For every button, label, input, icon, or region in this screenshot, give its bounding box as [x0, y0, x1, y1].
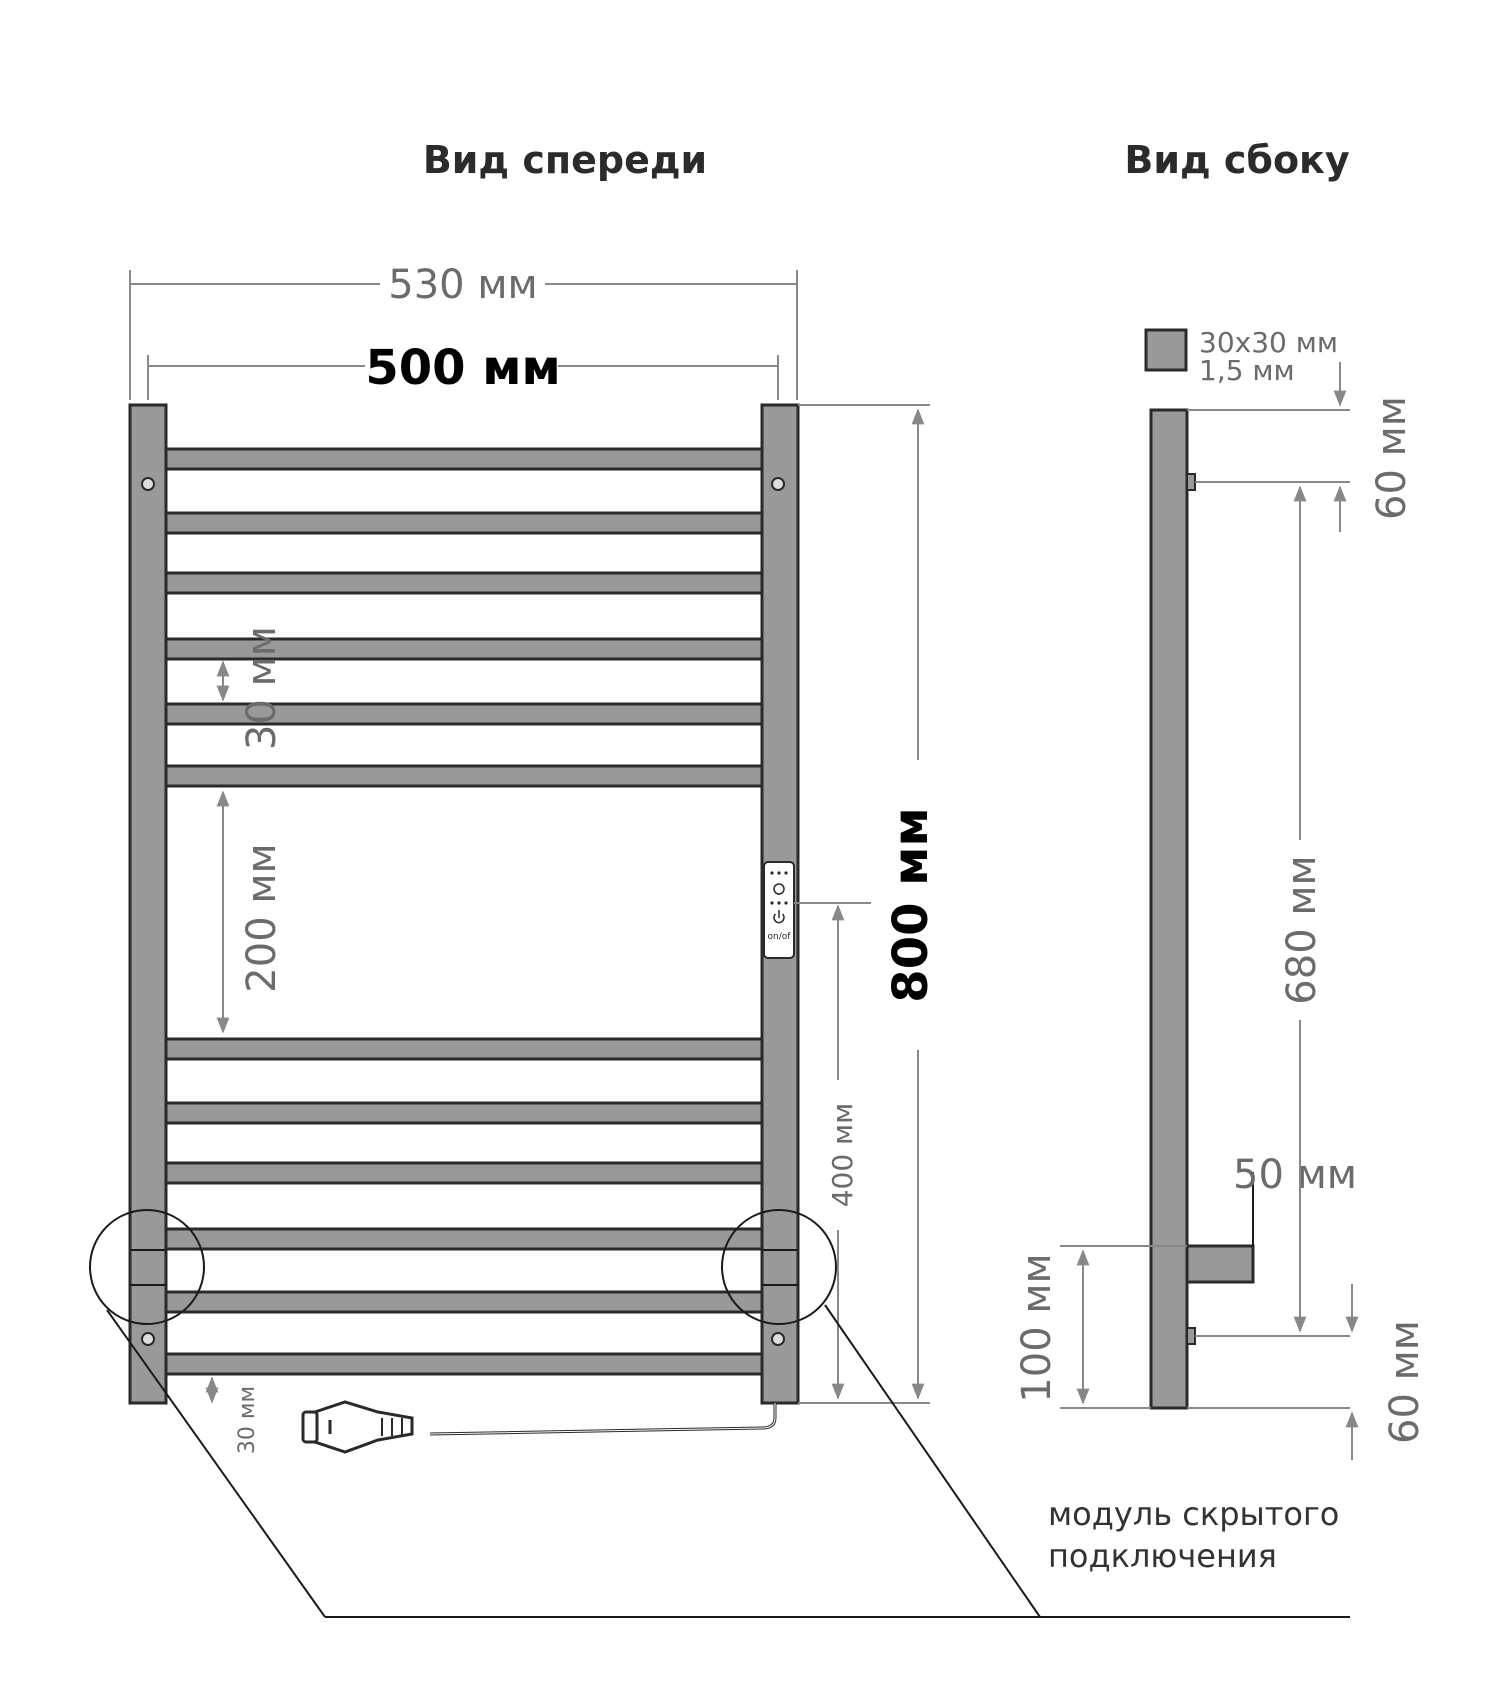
controller-unit: on/of: [763, 861, 871, 959]
left-post: [128, 403, 168, 1405]
overall-width-dimension: 530 мм: [129, 262, 798, 400]
bottom-mount-pin: [1186, 1327, 1196, 1345]
mount-distance-label: 680 мм: [1279, 855, 1325, 1004]
side-top-offset-dimension: 60 мм: [1333, 362, 1415, 532]
bottom-offset-dimension: 30 мм: [205, 1376, 260, 1454]
side-upright: [1149, 408, 1189, 1410]
large-gap-dimension: 200 мм: [216, 790, 285, 1034]
right-detail-circle: [721, 1209, 837, 1325]
hidden-connection-callout: модуль скрытого подключения: [106, 1304, 1350, 1618]
power-plug-icon: [301, 1400, 777, 1454]
top-mount-pin: [1186, 473, 1196, 491]
towel-bars: [164, 447, 764, 1376]
bracket-height-dimension: 100 мм: [1014, 1249, 1090, 1405]
side-bottom-offset-label: 60 мм: [1382, 1320, 1428, 1444]
bar-gap-label: 30 мм: [239, 626, 285, 750]
wall-bracket: [1185, 1244, 1255, 1284]
controller-height-dimension: 400 мм: [826, 904, 859, 1400]
controller-height-label: 400 мм: [826, 1103, 859, 1208]
bar-gap-dimension: 30 мм: [216, 626, 285, 750]
left-detail-circle: [89, 1209, 205, 1325]
front-view: 530 мм 500 мм: [89, 262, 939, 1454]
power-icon: [773, 910, 785, 924]
mounting-holes: [141, 477, 785, 1346]
inner-width-label: 500 мм: [365, 340, 560, 396]
side-view-title: Вид сбоку: [1124, 138, 1349, 182]
overall-width-label: 530 мм: [388, 262, 537, 308]
side-top-offset-label: 60 мм: [1369, 396, 1415, 520]
callout-line-1: модуль скрытого: [1048, 1495, 1339, 1533]
profile-swatch: [1144, 328, 1188, 372]
wall-distance-label: 50 мм: [1233, 1152, 1357, 1198]
inner-width-dimension: 500 мм: [147, 340, 779, 400]
height-dimension: 800 мм: [798, 404, 939, 1404]
bottom-offset-label: 30 мм: [235, 1386, 260, 1454]
height-label: 800 мм: [883, 807, 939, 1002]
mount-distance-dimension: 680 мм: [1279, 485, 1325, 1333]
side-bottom-offset-dimension: 60 мм: [1345, 1284, 1428, 1460]
controller-label: on/of: [768, 932, 792, 942]
front-view-title: Вид спереди: [423, 138, 707, 182]
profile-size-label: 30x30 мм: [1199, 326, 1338, 359]
side-view: 30x30 мм 1,5 мм 50 мм 60 мм 680 мм: [1014, 326, 1428, 1460]
bracket-height-label: 100 мм: [1014, 1253, 1060, 1402]
wall-thickness-label: 1,5 мм: [1199, 354, 1295, 387]
timer-icon: [773, 883, 785, 895]
large-gap-label: 200 мм: [239, 843, 285, 992]
callout-line-2: подключения: [1048, 1537, 1277, 1575]
